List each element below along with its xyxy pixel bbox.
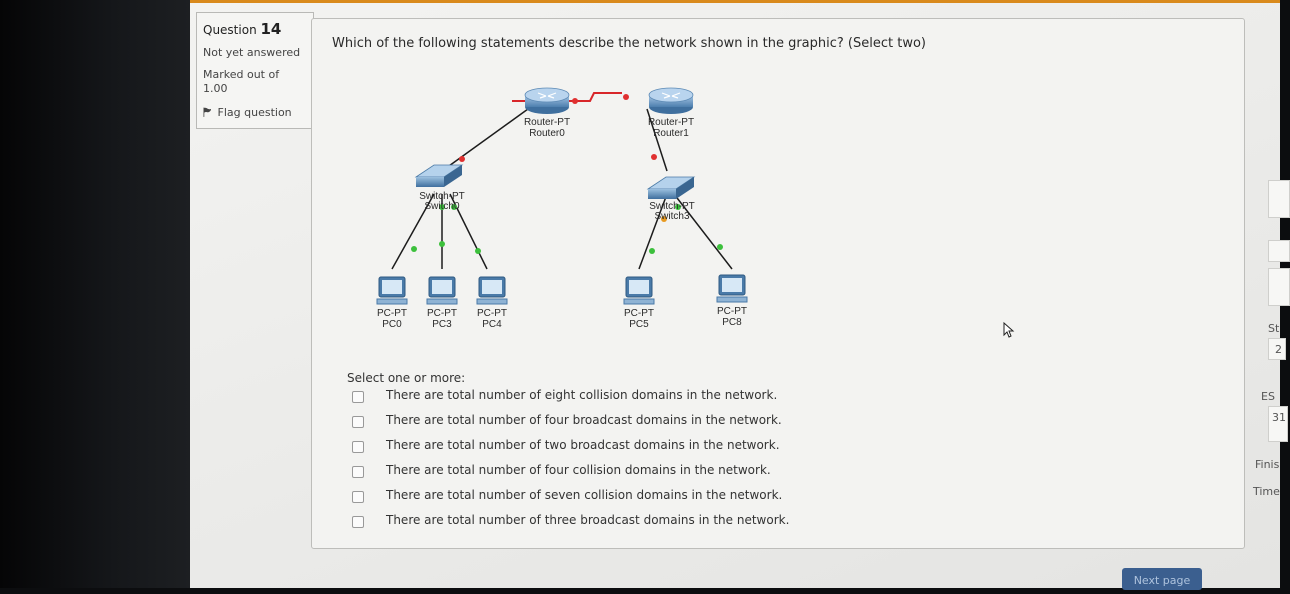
pc-name-label: PC5	[629, 319, 649, 330]
router1: Router-PT Router1	[648, 87, 694, 139]
status-dot-down	[572, 98, 578, 104]
link-router0-switch0	[441, 108, 529, 172]
nav-box-text: 31	[1272, 411, 1286, 424]
option-label[interactable]: There are total number of two broadcast …	[386, 438, 780, 452]
pc-type-label: PC-PT	[624, 308, 654, 319]
pc-name-label: PC3	[432, 319, 452, 330]
status-dot-down	[651, 154, 657, 160]
pc-name-label: PC4	[482, 319, 502, 330]
router0-name-label: Router0	[529, 128, 565, 139]
pc-name-label: PC0	[382, 319, 402, 330]
status-dot-orange	[661, 216, 667, 222]
status-dot-up	[439, 204, 445, 210]
router1-name-label: Router1	[653, 128, 689, 139]
status-dot-up	[675, 204, 681, 210]
question-state: Not yet answered	[203, 46, 301, 59]
router1-type-label: Router-PT	[648, 117, 694, 128]
option-label[interactable]: There are total number of eight collisio…	[386, 388, 778, 402]
question-label: Question	[203, 23, 257, 37]
router0: Router-PT Router0	[524, 87, 570, 139]
status-dot-up	[451, 204, 457, 210]
switch3-type-label: Switch-PT	[649, 201, 695, 212]
status-dot-up	[411, 246, 417, 252]
link-status-dots	[411, 94, 723, 254]
question-content: Which of the following statements descri…	[311, 18, 1245, 549]
option-checkbox[interactable]	[352, 491, 364, 503]
time-left-label: Time	[1253, 485, 1280, 498]
option-label[interactable]: There are total number of four collision…	[386, 463, 771, 477]
status-dot-down	[459, 156, 465, 162]
nav-question-box[interactable]: 2	[1268, 338, 1286, 360]
next-page-button[interactable]: Next page	[1122, 568, 1202, 590]
option-checkbox[interactable]	[352, 441, 364, 453]
switch0: Switch-PT Switch0	[414, 164, 465, 212]
serial-link-zigzag	[560, 92, 622, 102]
answer-prompt: Select one or more:	[347, 371, 466, 385]
option-label[interactable]: There are total number of three broadcas…	[386, 513, 790, 527]
flag-question-label: Flag question	[217, 106, 292, 119]
question-number: Question 14	[203, 20, 281, 38]
nav-text: ES	[1261, 390, 1275, 403]
link-switch3-pc8	[673, 193, 733, 270]
option-checkbox[interactable]	[352, 391, 364, 403]
nav-block[interactable]	[1268, 268, 1290, 306]
nav-block[interactable]	[1268, 180, 1290, 218]
flag-question-link[interactable]: 🏲 Flag question	[203, 106, 292, 123]
option-label[interactable]: There are total number of seven collisio…	[386, 488, 783, 502]
nav-text: St	[1268, 322, 1280, 335]
link-switch3-pc5	[638, 193, 668, 270]
option-checkbox[interactable]	[352, 516, 364, 528]
question-text: Which of the following statements descri…	[332, 36, 926, 51]
marks-value: 1.00	[203, 82, 228, 95]
pc-type-label: PC-PT	[427, 308, 457, 319]
pc-type-label: PC-PT	[377, 308, 407, 319]
link-switch0-pc0	[391, 193, 435, 270]
top-accent-bar	[190, 0, 1280, 3]
question-grade: Marked out of 1.00	[203, 68, 279, 96]
flag-icon: 🏲	[203, 108, 212, 119]
option-label[interactable]: There are total number of four broadcast…	[386, 413, 782, 427]
status-dot-up	[475, 248, 481, 254]
option-checkbox[interactable]	[352, 466, 364, 478]
finish-attempt-link[interactable]: Finis	[1255, 458, 1280, 471]
mouse-cursor-icon	[1003, 321, 1015, 338]
switch0-name-label: Switch0	[424, 201, 459, 212]
nav-block[interactable]	[1268, 240, 1290, 262]
pc-type-label: PC-PT	[717, 306, 747, 317]
pc-name-label: PC8	[722, 317, 742, 328]
status-dot-up	[649, 248, 655, 254]
router0-type-label: Router-PT	[524, 117, 570, 128]
status-dot-up	[439, 241, 445, 247]
status-dot-down	[623, 94, 629, 100]
nav-box[interactable]: 31	[1268, 406, 1288, 442]
status-dot-up	[717, 244, 723, 250]
nav-question-number: 2	[1275, 343, 1282, 356]
quiz-page: Question 14 Not yet answered Marked out …	[190, 0, 1290, 590]
pc-type-label: PC-PT	[477, 308, 507, 319]
network-diagram: Router-PT Router0 Router-PT Router1 Swit…	[376, 87, 748, 330]
link-router1-switch3	[646, 108, 668, 172]
monitor-bezel	[0, 0, 190, 588]
switch3: Switch-PT Switch3	[646, 176, 696, 222]
quiz-navigation-panel: St 2 ES 31 Finis Time	[1253, 150, 1290, 530]
question-number-value: 14	[260, 20, 282, 38]
question-info-panel: Question 14 Not yet answered Marked out …	[196, 12, 314, 129]
switch0-type-label: Switch-PT	[419, 191, 465, 202]
switch3-name-label: Switch3	[654, 211, 689, 222]
option-checkbox[interactable]	[352, 416, 364, 428]
marked-out-of-label: Marked out of	[203, 68, 280, 81]
